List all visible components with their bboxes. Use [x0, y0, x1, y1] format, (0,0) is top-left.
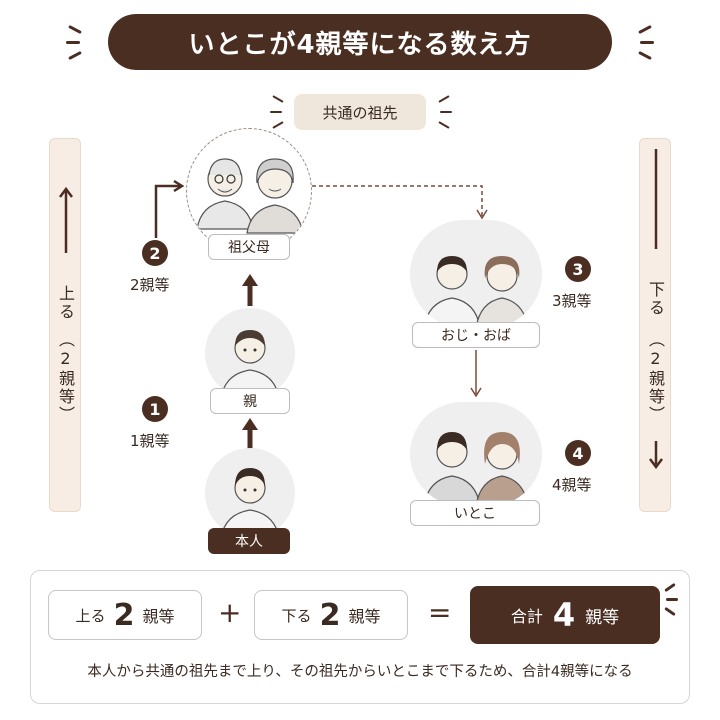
down-label: 下る [281, 606, 312, 625]
up-arrowhead-1 [242, 418, 258, 430]
up-degree-box: 上る 2 親等 [48, 590, 202, 640]
elbow-arrow [154, 184, 180, 238]
label-decoration [440, 111, 452, 113]
parent-tag: 親 [210, 388, 290, 414]
plus-sign: + [218, 596, 242, 629]
step-1-degree: 1親等 [130, 432, 170, 450]
uncle-aunt-tag: おじ・おば [412, 322, 540, 348]
up-unit: 親等 [142, 607, 175, 626]
dashed-connector [312, 185, 483, 216]
common-ancestor-label: 共通の祖先 [294, 94, 426, 130]
arrow-up-icon [59, 186, 73, 253]
cousin-circle [410, 402, 542, 506]
cousin-tag: いとこ [410, 500, 540, 526]
down-direction-label: 下る [646, 281, 665, 317]
up-arrowhead-2 [242, 274, 258, 286]
down-unit: 親等 [348, 607, 381, 626]
down-degree-box: 下る 2 親等 [254, 590, 408, 640]
title-decoration [66, 41, 80, 44]
up-count-label: （2親等） [56, 331, 75, 424]
dashed-arrowhead [476, 209, 488, 220]
total-degree-box: 合計 4 親等 [470, 586, 660, 644]
grandparents-tag: 祖父母 [208, 234, 290, 260]
self-tag: 本人 [208, 528, 290, 554]
total-unit: 親等 [585, 607, 620, 628]
label-decoration [270, 111, 282, 113]
down-connector-arrowhead [470, 387, 482, 398]
cousin-icon [423, 432, 529, 506]
footnote: 本人から共通の祖先まで上り、その祖先からいとこまで下るため、合計4親等になる [87, 664, 633, 680]
title-decoration [640, 41, 654, 44]
uncle-aunt-circle [410, 220, 542, 328]
up-direction-label: 上る [56, 285, 75, 321]
equals-sign: = [428, 596, 452, 629]
step-3-degree: 3親等 [552, 292, 592, 310]
up-value: 2 [113, 597, 135, 633]
page-title: いとこが4親等になる数え方 [108, 14, 612, 70]
up-direction-bar: 上る （2親等） [49, 138, 81, 512]
arrow-down-icon [649, 441, 663, 469]
uncle-aunt-icon [423, 256, 529, 328]
self-icon [220, 468, 280, 538]
elbow-arrowhead [173, 179, 185, 193]
step-1-badge: 1 [142, 396, 168, 422]
step-2-badge: 2 [142, 240, 168, 266]
step-3-badge: 3 [565, 256, 591, 282]
down-value: 2 [319, 597, 341, 633]
total-label: 合計 [510, 607, 543, 626]
total-value: 4 [552, 596, 576, 634]
down-count-label: （2親等） [646, 331, 665, 424]
step-4-degree: 4親等 [552, 476, 592, 494]
down-bar-line [654, 149, 658, 249]
parent-circle [205, 308, 295, 398]
parent-icon [220, 330, 280, 398]
up-label: 上る [75, 606, 106, 625]
step-2-degree: 2親等 [130, 276, 170, 294]
down-direction-bar: 下る （2親等） [639, 138, 671, 512]
self-circle [205, 448, 295, 538]
grandparents-circle [186, 128, 312, 254]
total-decoration [666, 598, 678, 601]
step-4-badge: 4 [565, 440, 591, 466]
grandparents-icon [196, 158, 304, 234]
